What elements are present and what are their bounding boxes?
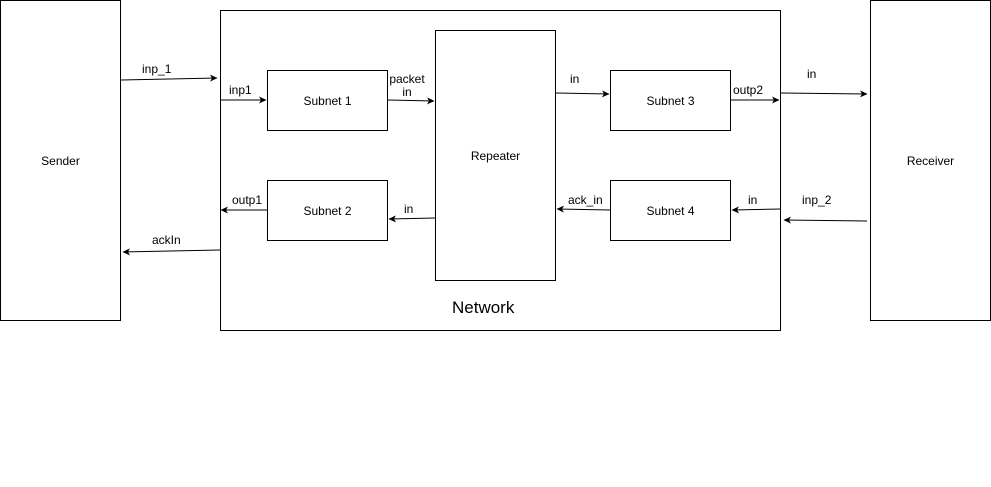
subnet1-label: Subnet 1 xyxy=(303,93,352,108)
subnet3-label: Subnet 3 xyxy=(646,93,695,108)
arrow-network-to-sender xyxy=(122,248,221,256)
repeater-label: Repeater xyxy=(470,148,521,163)
port-label-in-receiver: in xyxy=(807,67,817,81)
port-label-in-subnet4: in xyxy=(748,193,758,207)
port-label-in-subnet3: in xyxy=(570,72,580,86)
repeater-block: Repeater xyxy=(435,30,556,281)
arrow-in-to-subnet4 xyxy=(731,206,781,214)
port-label-packet-in: packet in xyxy=(389,72,425,99)
sender-block: Sender xyxy=(0,0,121,321)
arrow-network-to-receiver xyxy=(780,90,868,98)
arrow-repeater-to-subnet2 xyxy=(388,215,436,223)
port-label-ack_in: ack_in xyxy=(568,193,603,207)
subnet3-block: Subnet 3 xyxy=(610,70,731,131)
subnet1-block: Subnet 1 xyxy=(267,70,388,131)
port-label-inp_1: inp_1 xyxy=(142,62,172,76)
arrow-sender-to-network xyxy=(120,74,218,82)
network-label: Network xyxy=(452,298,515,317)
port-label-in-subnet2: in xyxy=(404,202,414,216)
subnet4-block: Subnet 4 xyxy=(610,180,731,241)
port-label-outp2: outp2 xyxy=(733,83,764,97)
port-label-inp_2: inp_2 xyxy=(802,193,832,207)
port-label-outp1: outp1 xyxy=(232,193,263,207)
receiver-label: Receiver xyxy=(906,153,955,168)
port-label-inp1: inp1 xyxy=(229,83,252,97)
arrow-subnet4-to-repeater xyxy=(556,205,611,213)
subnet2-block: Subnet 2 xyxy=(267,180,388,241)
port-label-ackIn: ackIn xyxy=(152,233,181,247)
arrow-receiver-to-network xyxy=(783,216,868,224)
arrow-subnet1-to-repeater xyxy=(387,97,435,105)
subnet2-label: Subnet 2 xyxy=(303,203,352,218)
arrow-repeater-to-subnet3 xyxy=(555,90,610,98)
subnet4-label: Subnet 4 xyxy=(646,203,695,218)
sender-label: Sender xyxy=(41,153,80,168)
